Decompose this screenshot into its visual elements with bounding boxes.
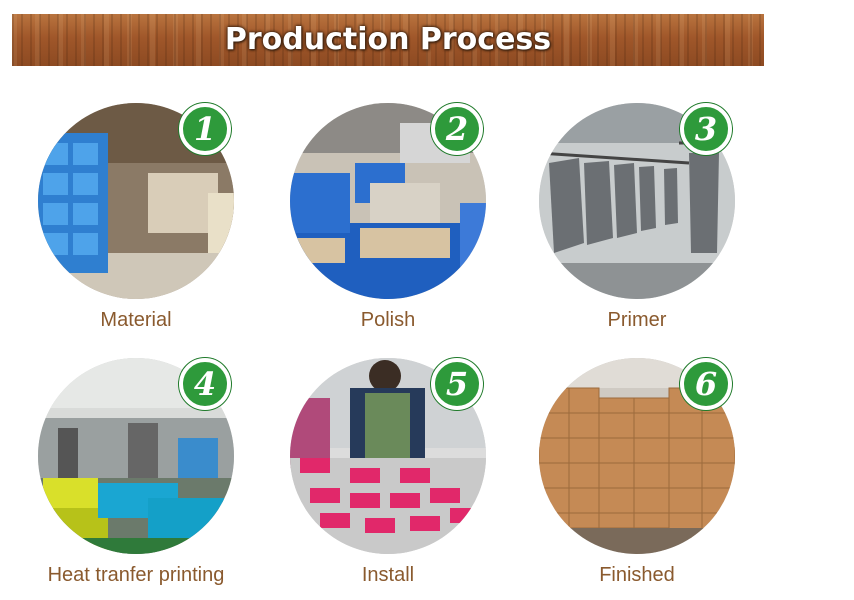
step-label: Polish <box>360 309 416 331</box>
step-polish: 2 Polish <box>288 103 488 343</box>
step-number-badge: 6 <box>680 358 732 410</box>
step-label: Finished <box>599 564 675 586</box>
header-banner: Production Process <box>12 14 764 66</box>
page-title: Production Process <box>224 22 552 57</box>
step-heat-transfer-printing: 4 Heat tranfer printing <box>36 358 236 598</box>
step-number-badge: 5 <box>431 358 483 410</box>
step-number-badge: 3 <box>680 103 732 155</box>
step-finished: 6 Finished <box>537 358 737 598</box>
step-primer: 3 Primer <box>537 103 737 343</box>
step-label: Install <box>361 564 415 586</box>
step-number-badge: 1 <box>179 103 231 155</box>
step-number-badge: 2 <box>431 103 483 155</box>
step-install: 5 Install <box>288 358 488 598</box>
step-material: 1 Material <box>36 103 236 343</box>
step-label: Primer <box>607 309 667 331</box>
step-label: Material <box>100 309 172 331</box>
step-label: Heat tranfer printing <box>47 564 225 586</box>
step-number-badge: 4 <box>179 358 231 410</box>
